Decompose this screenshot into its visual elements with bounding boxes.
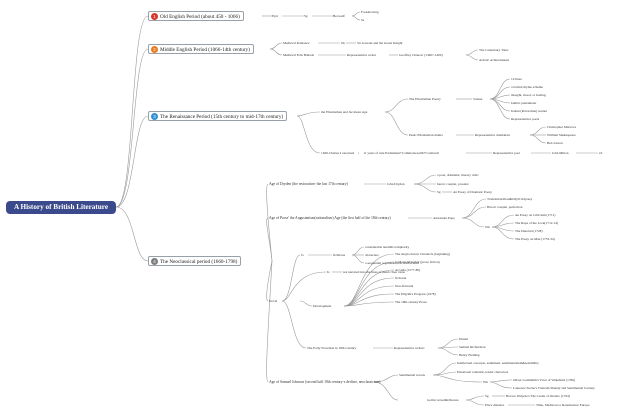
node-sentimental-novels[interactable]: Sentimental novels (399, 373, 425, 377)
node-development-item[interactable]: The Pilgrim's Progress (1678) (395, 292, 436, 296)
node-alexander-pope[interactable]: Alexander Pope (433, 216, 455, 220)
number-badge-icon: 3 (151, 113, 158, 121)
node-milton[interactable]: John Milton (552, 151, 569, 155)
node-development-item[interactable]: fictional (395, 276, 407, 280)
node-folk-ballads[interactable]: Medieval Folk Ballads (283, 53, 314, 57)
node-pope-work[interactable]: The Rape of the Lock(1712-14) (515, 221, 559, 225)
node-chaucer[interactable]: Geoffrey Chaucer (1340?-1400) (399, 53, 443, 57)
node-dryden-point[interactable]: a poet, dramatist, literary critic (437, 173, 479, 177)
node-elizabethan-age[interactable]: the Elizabethan and Jacobean Age (321, 110, 368, 114)
node-place-distance[interactable]: Place distance (485, 403, 505, 407)
node-foreshowing[interactable]: Foreshowing (361, 10, 379, 14)
chapter-label: The Neoclassical period (1660-1798) (160, 259, 238, 265)
node-pope-point[interactable]: Heroic couplet, perfection (487, 205, 523, 209)
node-fictitious-point[interactable]: characters (365, 253, 379, 257)
node-dryden-point[interactable]: heroic couplet, prosaist (437, 182, 469, 186)
node-sentimental-point[interactable]: Intellectual concepts- sentiment, sentim… (457, 361, 539, 365)
node-sonnet-point[interactable]: Representative poets (511, 117, 540, 121)
node-sentimental-point[interactable]: Emotional romantic-reader characters (457, 370, 509, 374)
node-dryden-essay[interactable]: An Essay of Dramatic Poesy (453, 190, 492, 194)
node-elizabethan-poetry[interactable]: The Elizabethan Poetry (409, 97, 441, 101)
node-dramatist[interactable]: William Shakespeare (547, 133, 576, 137)
node-sonnet-point[interactable]: Iambic pentameter (511, 101, 537, 105)
node-age-of-dryden[interactable]: Age of Dryden (the restoration- the last… (269, 182, 348, 186)
node-ith[interactable]: ith (341, 41, 345, 45)
node-wk[interactable]: Wk (483, 380, 488, 384)
node-pope-point[interactable]: Translation:Iliad&Odyll Odyssey (487, 197, 533, 201)
node-development-item[interactable]: Non-fictional (395, 284, 414, 288)
node-representative-dramatists[interactable]: Representative dramatists (475, 133, 510, 137)
node-sonnet[interactable]: Sonnet (473, 97, 483, 101)
node-pope-work[interactable]: The Dunciad (1728) (515, 229, 543, 233)
node-fictitious[interactable]: fictitious (333, 253, 346, 257)
node-medieval-romance[interactable]: Medieval Romance (283, 41, 310, 45)
node-development-item[interactable]: Arcadia (1577-80) (395, 268, 421, 272)
node-gothic-setting[interactable]: Time, Medieval or Renaissance Europe (536, 403, 590, 407)
node-early-novelists[interactable]: The Early Novelists in 18th Century (307, 346, 357, 350)
node-representative-poet[interactable]: Representative poet (493, 151, 520, 155)
node-sentimental-work[interactable]: Oliver Goldsmith's Vicar of Wakefield (1… (513, 378, 576, 382)
node-sonnet-point[interactable]: 14 lines (511, 77, 522, 81)
node-canterbury-tales[interactable]: The Canterbury Tales (479, 48, 509, 52)
node-js[interactable]: Js (301, 253, 304, 257)
node-development-item[interactable]: le Morte D'Arthur (prose fiction) (395, 260, 440, 264)
node-development-item[interactable]: The 18th-century Prose (395, 300, 427, 304)
node-novelist[interactable]: Henry Fielding (459, 353, 480, 357)
node-sonnet-point[interactable]: thought, mood, or feeling, (511, 93, 547, 97)
node-gothic-novel[interactable]: Gothic novel&Obscure (427, 398, 459, 402)
node-not-narrated[interactable]: not narrated into the lines of metric/fr… (343, 270, 406, 274)
node-sentimental-work[interactable]: Laurence Sterne's Tristram Shandy and Se… (513, 386, 595, 390)
node-sg[interactable]: Sg (437, 190, 441, 194)
node-artistic-achievements[interactable]: Artistic Achievements (479, 58, 510, 62)
node-age-of-johnson[interactable]: Age of Samuel Johnson (second half 18th … (269, 380, 381, 384)
node-ss[interactable]: Ss (361, 18, 365, 22)
node-representative-writers[interactable]: Representative writers (394, 346, 425, 350)
node-development[interactable]: Development (313, 304, 332, 308)
node-age-of-pope[interactable]: Age of Prose' the Augustanism(rationalis… (269, 216, 391, 220)
node-is[interactable]: Is (327, 270, 330, 274)
node-gothic-work[interactable]: Horace Walpole's The Castle of Otranto (… (506, 394, 570, 398)
node-novelist[interactable]: Daniel (459, 337, 469, 341)
node-dramatist[interactable]: Christopher Marlowe (547, 125, 577, 129)
node-fictitious-point[interactable]: a sequential organization.actionEscenes (365, 261, 419, 265)
number-badge-icon: 1 (151, 13, 158, 21)
chapter-label: Middle English Period (1066-14th century… (160, 47, 250, 53)
node-elizabethan-drama[interactable]: Peak: Elizabethan drama (409, 133, 443, 137)
root-node[interactable]: A History of British Literature (6, 201, 116, 214)
node-charles-executed[interactable]: 1649-Charles I executed | 11 years of ru… (321, 151, 439, 155)
node-sonnet-point[interactable]: a formal rhyme scheme (511, 85, 543, 89)
node-dramatist[interactable]: Ben Jonson (547, 141, 563, 145)
node-development-item[interactable]: The Anglo-Saxon Chronicle (beginning) (395, 252, 450, 256)
node-sz[interactable]: sZ (599, 151, 603, 155)
node-wk[interactable]: Wk (485, 225, 490, 229)
number-badge-icon: 2 (151, 46, 158, 54)
node-pope-work[interactable]: An Essay on Criticism (1711) (515, 213, 556, 217)
node-gawain[interactable]: Sir Gawain and the Green Knight (357, 41, 403, 45)
node-novel[interactable]: Novel (269, 299, 278, 303)
chapter-label: Old English Period (about 450 - 1066) (160, 14, 240, 20)
node-beowulf[interactable]: Beowulf (333, 14, 345, 18)
node-fictitious-point[interactable]: considerable lenathh:complexity (365, 245, 410, 249)
number-badge-icon: 4 (151, 258, 158, 266)
node-representative-writer[interactable]: Representative writer (347, 53, 377, 57)
node-sg[interactable]: Sg (485, 394, 489, 398)
node-sonnet-point[interactable]: Italian (Petrarchan) sonnet (511, 109, 547, 113)
node-novelist[interactable]: Samuel Richardson (459, 345, 486, 349)
node-sg[interactable]: Sg (304, 14, 308, 18)
chapter-label: The Renaissance Period (15th century to … (160, 114, 284, 120)
node-john-dryden[interactable]: John Dryden (387, 182, 405, 186)
node-epic[interactable]: Epic (272, 14, 279, 18)
node-pope-work[interactable]: The Essay on Man (1733-34) (515, 237, 555, 241)
